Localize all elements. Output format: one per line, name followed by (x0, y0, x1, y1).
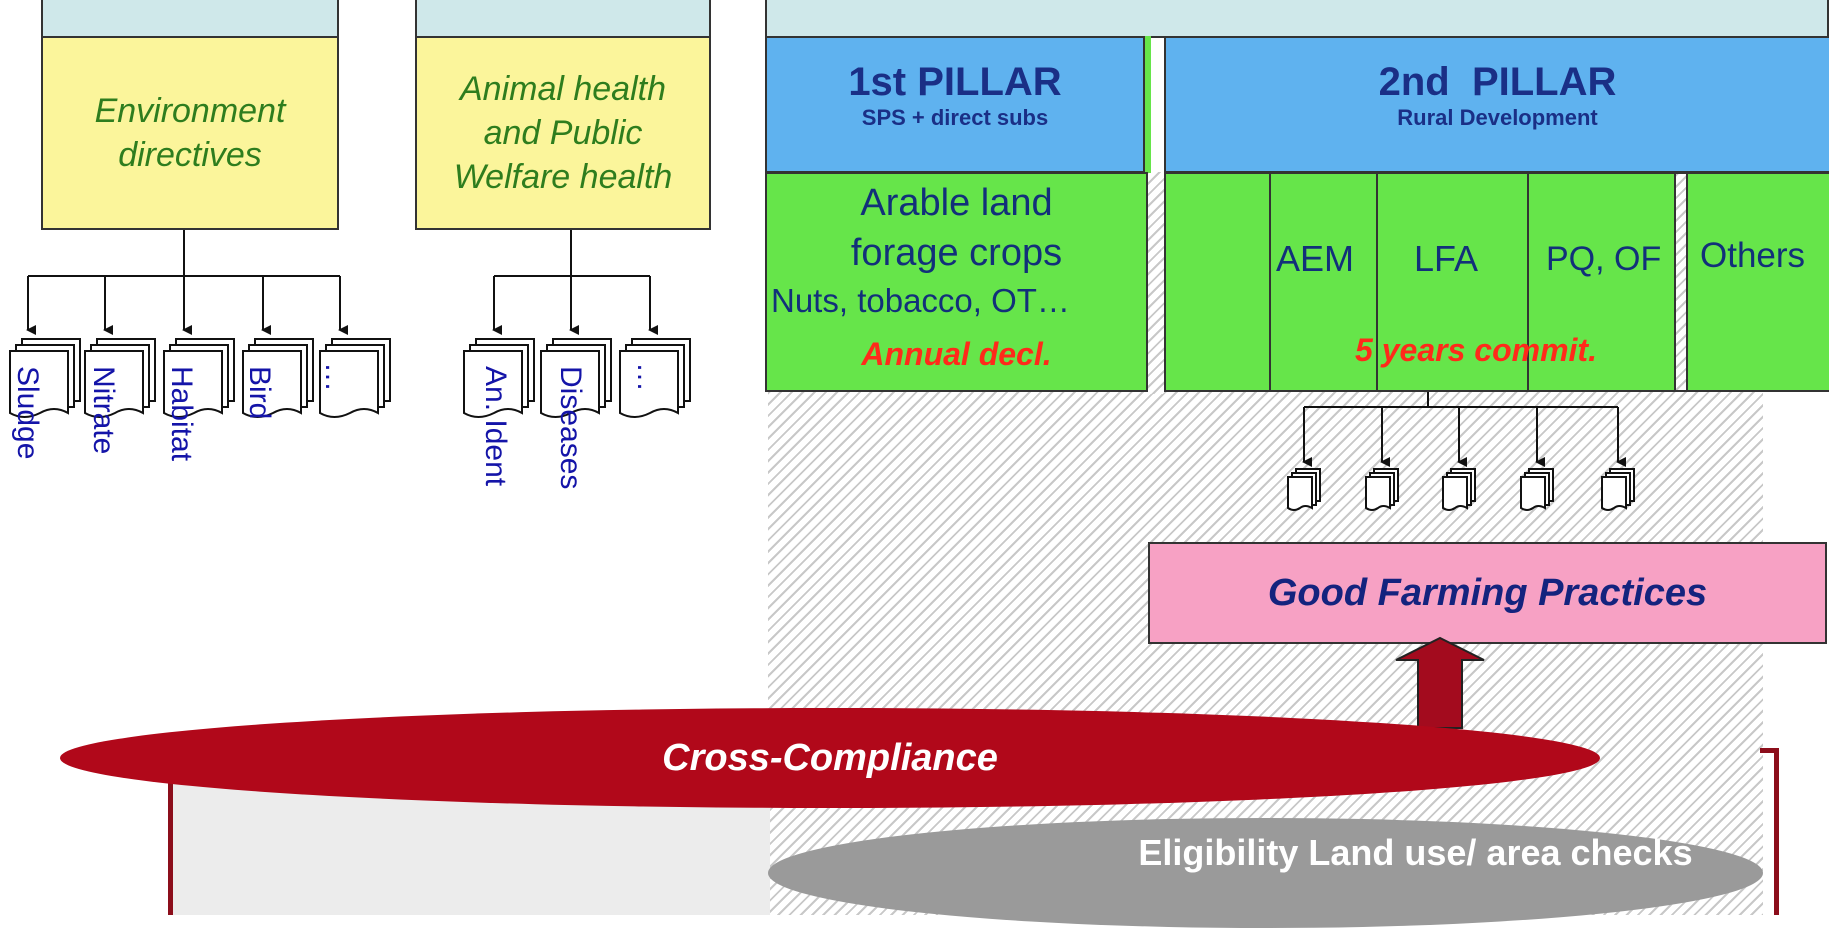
animal-health-box: Animal health and Public Welfare health (415, 36, 711, 230)
env-document-stacks (9, 338, 391, 418)
rd-doc-5-icon (1601, 468, 1635, 511)
first-pillar-title: 1st PILLAR (848, 60, 1062, 104)
dark-red-frame-left (168, 760, 173, 915)
rd-doc-3-icon (1442, 468, 1476, 511)
annual-declaration: Annual decl. (861, 336, 1052, 372)
arable-line2: forage crops (850, 232, 1063, 274)
animal-health-line2: and Public (483, 114, 643, 152)
animal-health-line1: Animal health (459, 70, 666, 108)
habitat-document-icon (163, 338, 235, 418)
doc-label-bird: Bird (243, 366, 276, 420)
bird-document-icon (242, 338, 314, 418)
first-pillar-box: 1st PILLAR SPS + direct subs (765, 36, 1145, 173)
doc-label-sludge: Sludge (11, 366, 44, 460)
arable-line3: Nuts, tobacco, OT… (771, 282, 1070, 319)
env-box-cap (41, 0, 339, 38)
divider-3 (1527, 174, 1529, 390)
second-pillar-title: 2nd PILLAR (1378, 60, 1617, 104)
rd-doc-4-icon (1520, 468, 1554, 511)
second-pillar-box: 2nd PILLAR Rural Development (1164, 36, 1829, 173)
more-document-icon (319, 338, 391, 418)
column-lfa: LFA (1414, 238, 1479, 279)
divider-4 (1674, 174, 1676, 390)
doc-label-env-more: … (319, 362, 352, 392)
eligibility-label: Eligibility Land use/ area checks (1138, 832, 1693, 873)
rd-doc-2-icon (1365, 468, 1399, 511)
arable-line1: Arable land (860, 182, 1053, 224)
doc-label-diseases: Diseases (554, 366, 587, 490)
hatched-separator (1147, 172, 1165, 394)
dark-red-frame-cap (1760, 748, 1779, 753)
second-pillar-content: AEM LFA PQ, OF Others 5 years commit. (1164, 172, 1829, 392)
column-others: Others (1700, 236, 1806, 275)
animal-document-stacks (463, 338, 691, 418)
more-animal-document-icon (619, 338, 691, 418)
column-aem: AEM (1276, 238, 1355, 279)
divider-5 (1686, 174, 1688, 390)
divider-2 (1376, 174, 1378, 390)
eligibility-ellipse: Eligibility Land use/ area checks (768, 818, 1763, 928)
five-year-commitment: 5 years commit. (1355, 332, 1597, 368)
divider-hatch (1676, 174, 1686, 390)
rd-doc-1-icon (1287, 468, 1321, 511)
cross-compliance-ellipse: Cross-Compliance (60, 708, 1600, 808)
nitrate-document-icon (84, 338, 156, 418)
second-pillar-subtitle: Rural Development (1397, 105, 1598, 130)
cross-compliance-label: Cross-Compliance (662, 736, 998, 779)
sludge-document-icon (9, 338, 81, 418)
animal-health-line3: Welfare health (453, 158, 673, 196)
column-pq-of: PQ, OF (1546, 240, 1662, 278)
environment-directives-box: Environment directives (41, 36, 339, 230)
pillar-gap-green (1145, 36, 1151, 173)
animal-ident-document-icon (463, 338, 535, 418)
doc-label-animal-more: … (631, 362, 664, 392)
doc-label-animal-ident: An. Ident (479, 366, 512, 487)
good-farming-practices-label: Good Farming Practices (1267, 571, 1708, 614)
diseases-document-icon (540, 338, 612, 418)
doc-label-nitrate: Nitrate (87, 366, 120, 455)
doc-label-habitat: Habitat (165, 366, 198, 462)
up-arrow-icon (1395, 636, 1485, 729)
environment-directives-label: Environment directives (94, 92, 286, 174)
first-pillar-content: Arable land forage crops Nuts, tobacco, … (765, 172, 1148, 392)
rd-document-icons (1287, 468, 1635, 511)
dark-red-frame-right (1774, 748, 1779, 915)
first-pillar-subtitle: SPS + direct subs (861, 105, 1049, 130)
divider-1 (1269, 174, 1271, 390)
good-farming-practices-box: Good Farming Practices (1148, 542, 1827, 644)
